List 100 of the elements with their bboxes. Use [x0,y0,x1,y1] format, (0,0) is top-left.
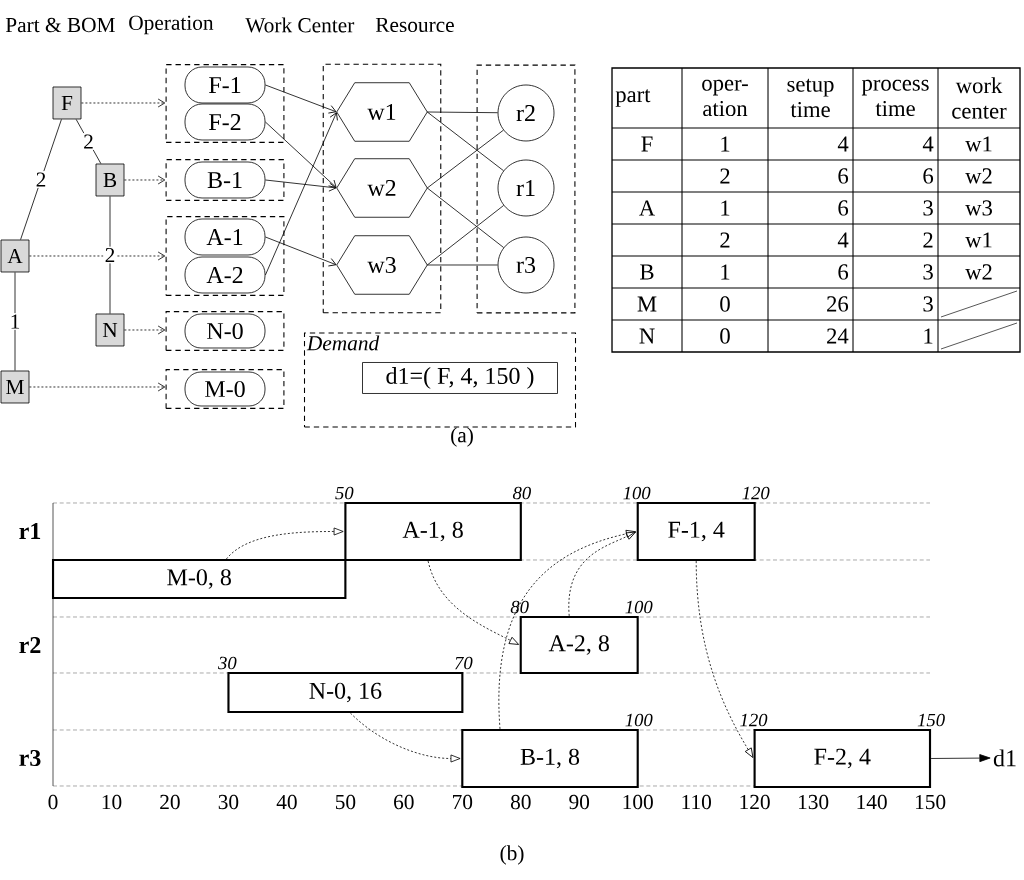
gantt-bar: A-1, 8 [344,501,522,562]
panel-label: (a) [451,427,473,447]
group-box [165,216,285,296]
gantt-bar: M-0, 8 [51,558,347,600]
time-label: 50 [335,486,354,500]
table-value: w2 [965,264,992,280]
arrow [124,175,166,185]
column-heading: part [615,89,651,107]
arrow [29,251,166,261]
gantt-bar: F-2, 4 [753,728,932,789]
gantt-bar: A-2, 8 [519,615,639,675]
group-box [165,64,285,143]
tick-label: 60 [394,794,414,810]
arrow [265,84,337,114]
arrow [930,754,991,763]
time-label: 100 [625,600,653,614]
table-value: 26 [827,296,849,312]
panel-label: (b) [500,845,524,865]
tick-label: 50 [335,794,356,810]
connector-line [426,264,498,266]
tick-label: 30 [218,794,239,810]
part-box: M [0,370,30,404]
table-value: 4 [837,136,849,152]
table-value: w1 [965,136,992,152]
table-value: w3 [965,200,992,216]
table-value: 6 [923,168,934,184]
gantt-bar: N-0, 16 [227,671,464,714]
table-value: 3 [923,264,933,280]
group-box [322,63,442,314]
tick-label: 20 [160,794,180,810]
table-value: 6 [838,264,849,280]
table-value: F [641,136,653,152]
table-value: w2 [965,168,992,184]
column-heading: Work Center [245,17,355,33]
table-value: M [637,296,657,312]
demand-label: d1 [993,749,1016,767]
connector-line [426,187,504,248]
table-value: 1 [721,200,730,216]
column-heading: oper- ation [702,79,748,117]
gantt-bar: B-1, 8 [461,728,639,789]
table-value: w1 [965,232,992,248]
edge-label: 2 [34,171,48,188]
column-heading: Part & BOM [5,17,115,33]
edge-label: 1 [8,313,22,330]
time-label: 100 [623,486,651,500]
arrow [124,325,166,335]
part-box: F [52,86,82,120]
arrow [29,382,166,392]
edge-label: 2 [103,246,117,264]
table-value: 3 [923,296,933,312]
column-heading: setup time [787,78,834,118]
edge-label: 2 [81,133,96,150]
table-value: 1 [721,264,730,280]
arrow [265,236,337,267]
table-value: 1 [721,136,730,152]
tick-label: 120 [740,794,770,810]
operation-box: B-1 [184,161,266,199]
row-label: r3 [19,749,41,767]
table-value: 2 [923,232,933,248]
row-label: r1 [19,523,41,539]
tick-label: 110 [682,794,711,810]
connector-line [20,119,62,240]
operation-box: F-2 [184,103,266,141]
time-label: 100 [625,713,653,727]
part-box: B [95,163,125,197]
group-box [165,311,285,351]
demand-entry-box: d1=( F, 4, 150 ) [362,362,558,394]
table-value: 3 [923,200,933,216]
table-value: 6 [838,200,849,216]
part-box: N [95,313,125,347]
connector-line [426,111,504,172]
arrow [265,179,337,192]
arrow [265,112,338,276]
connector-line [109,196,111,314]
time-label: 120 [740,713,768,727]
arrow [498,529,636,730]
group-box [165,159,285,201]
time-label: 80 [510,600,529,614]
arrow [568,531,637,617]
time-label: 150 [917,713,945,727]
operation-box: M-0 [184,371,266,407]
operation-box: F-1 [184,66,266,104]
column-heading: process time [861,79,929,117]
tick-label: 0 [48,794,58,810]
arrow [350,712,461,763]
table-value: A [639,200,656,216]
operation-box: N-0 [184,313,266,349]
tick-label: 40 [276,794,297,810]
gantt-bar: F-1, 4 [636,501,756,562]
row-label: r2 [19,637,41,653]
table-value: 4 [922,136,934,152]
work-center-hexagon: w2 [336,158,428,218]
tick-label: 10 [102,794,122,810]
work-center-hexagon: w3 [336,235,428,295]
table-value: 24 [827,328,849,344]
group-box [165,369,285,409]
table-value: 1 [924,328,933,344]
table-value: 2 [720,232,730,248]
table-value: 6 [838,168,849,184]
tick-label: 70 [453,794,473,810]
